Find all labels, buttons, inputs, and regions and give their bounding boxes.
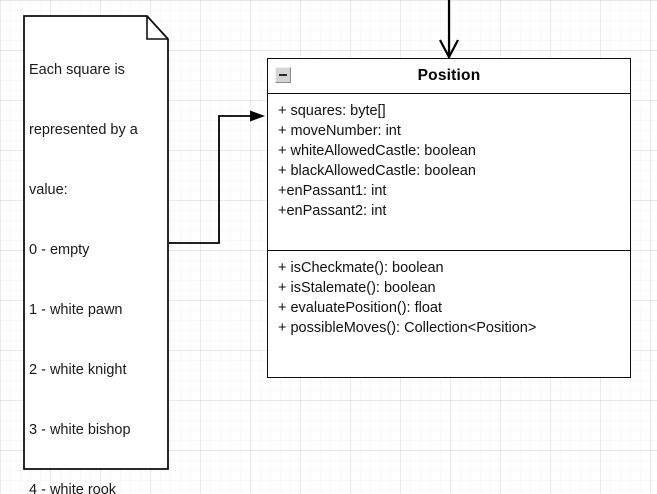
attribute-row: + whiteAllowedCastle: boolean: [278, 143, 476, 159]
methods-compartment: + isCheckmate(): boolean + isStalemate()…: [268, 251, 630, 378]
attribute-row: + squares: byte[]: [278, 103, 386, 119]
class-header: Position: [268, 59, 630, 94]
incoming-top-connector[interactable]: [439, 0, 459, 60]
note-line: 1 - white pawn: [29, 302, 123, 318]
method-row: + isStalemate(): boolean: [278, 280, 436, 296]
minus-glyph: [279, 74, 287, 76]
note-text-block: Each square is represented by a value: 0…: [29, 20, 167, 494]
method-row: + isCheckmate(): boolean: [278, 260, 444, 276]
note-to-class-connector[interactable]: [169, 110, 265, 244]
method-row: + evaluatePosition(): float: [278, 300, 443, 316]
note-line: value:: [29, 182, 68, 198]
note-line: Each square is: [29, 62, 125, 78]
attribute-row: +enPassant1: int: [278, 183, 387, 199]
attribute-row: +enPassant2: int: [278, 203, 387, 219]
attribute-row: + blackAllowedCastle: boolean: [278, 163, 476, 179]
note-line: 2 - white knight: [29, 362, 127, 378]
class-title: Position: [417, 67, 481, 84]
note-line: 3 - white bishop: [29, 422, 131, 438]
note-line: 4 - white rook: [29, 482, 117, 494]
minus-icon[interactable]: [275, 67, 291, 83]
method-row: + possibleMoves(): Collection<Position>: [278, 320, 537, 336]
note-shape[interactable]: Each square is represented by a value: 0…: [23, 15, 169, 494]
note-line: 0 - empty: [29, 242, 90, 258]
note-line: represented by a: [29, 122, 138, 138]
note-outline: [23, 15, 169, 470]
attributes-compartment: + squares: byte[] + moveNumber: int + wh…: [268, 94, 630, 251]
attribute-row: + moveNumber: int: [278, 123, 401, 139]
uml-class-position[interactable]: Position + squares: byte[] + moveNumber:…: [267, 58, 631, 378]
